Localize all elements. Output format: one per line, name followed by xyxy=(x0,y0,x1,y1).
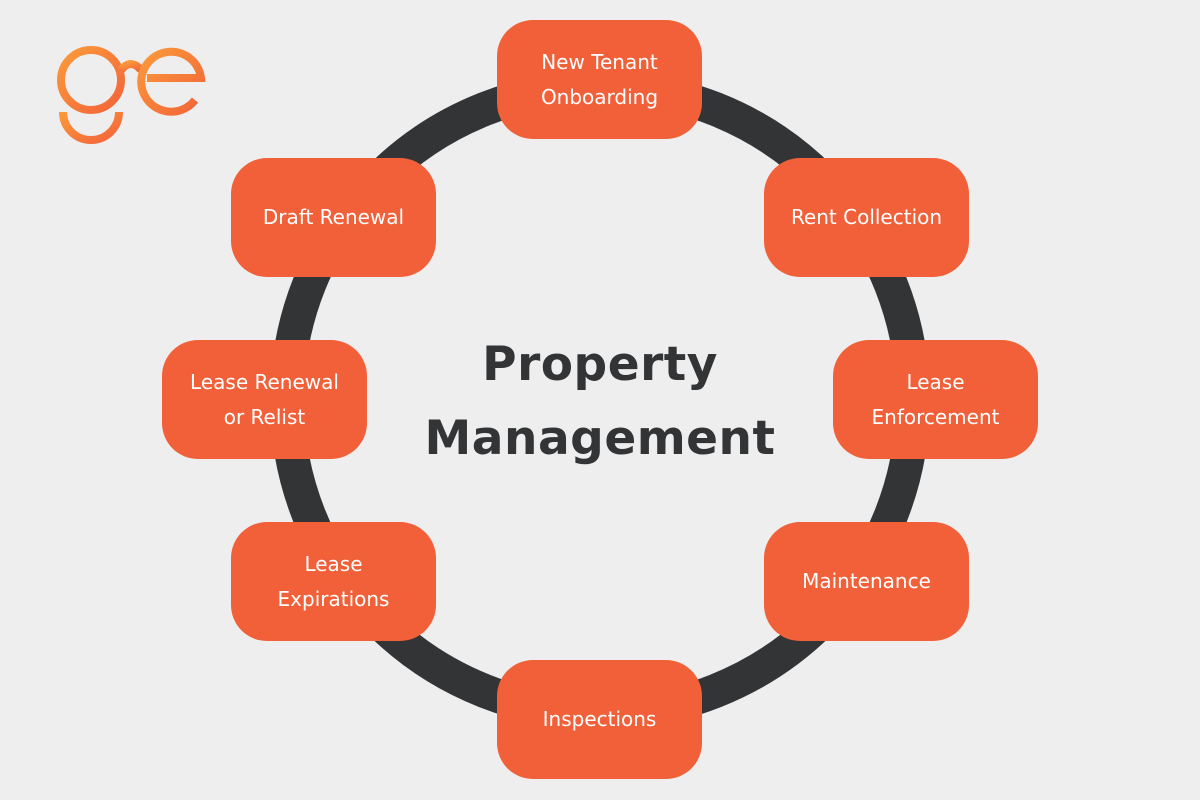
title-line-1: Property xyxy=(482,337,718,392)
node-rent-collection: Rent Collection xyxy=(764,158,969,277)
title-line-2: Management xyxy=(424,411,776,466)
node-inspections: Inspections xyxy=(497,660,702,779)
node-label: Inspections xyxy=(542,707,657,731)
node-label: New Tenant xyxy=(541,49,658,74)
node-maintenance: Maintenance xyxy=(764,522,969,641)
node-lease-renewal-or-relist: Lease Renewal or Relist xyxy=(162,340,367,459)
node-label: Lease xyxy=(304,551,363,576)
node-label: Lease Renewal xyxy=(190,369,339,394)
node-label: or Relist xyxy=(223,404,306,429)
node-label: Lease xyxy=(906,369,965,394)
diagram-title: Property Management xyxy=(400,328,800,476)
node-label: Onboarding xyxy=(540,84,659,109)
node-draft-renewal: Draft Renewal xyxy=(231,158,436,277)
node-label: Enforcement xyxy=(871,404,1000,429)
node-label: Maintenance xyxy=(802,569,931,593)
node-label: Rent Collection xyxy=(790,205,943,229)
ge-glasses-logo-icon xyxy=(57,46,206,144)
node-label: Draft Renewal xyxy=(262,205,405,229)
node-label: Expirations xyxy=(277,586,390,611)
